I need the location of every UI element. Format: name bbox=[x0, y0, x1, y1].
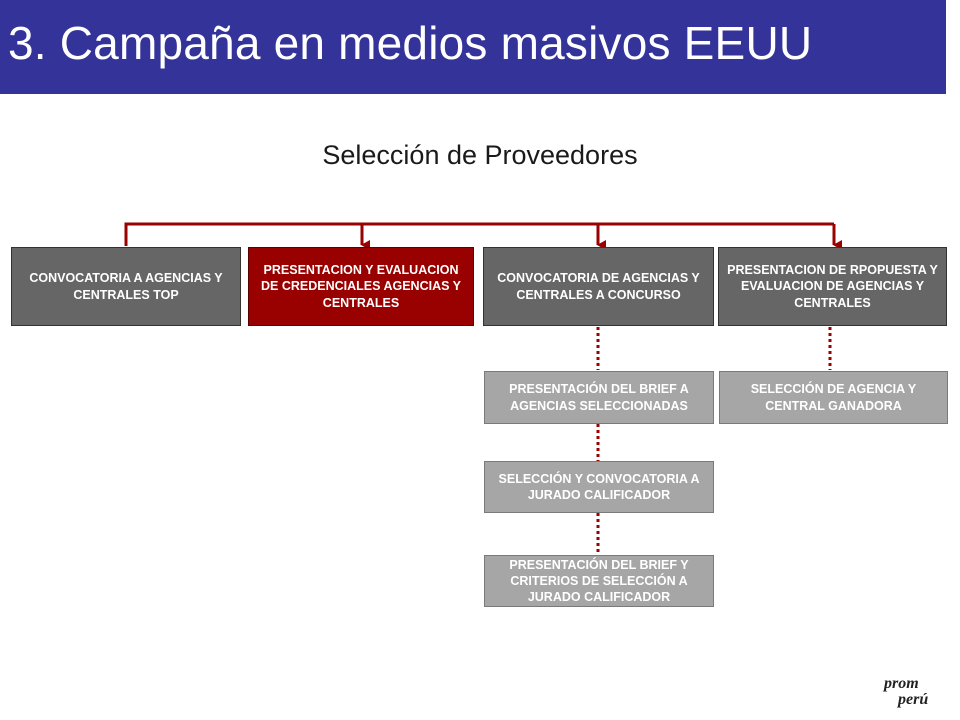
header-bar: 3. Campaña en medios masivos EEUU bbox=[0, 0, 946, 94]
step-box-brief-agencias: PRESENTACIÓN DEL BRIEF A AGENCIAS SELECC… bbox=[484, 371, 714, 424]
logo-line-2: perú bbox=[898, 691, 929, 708]
step-box-agencia-ganadora: SELECCIÓN DE AGENCIA Y CENTRAL GANADORA bbox=[719, 371, 948, 424]
bracket-top-line bbox=[124, 222, 834, 246]
step-box-brief-criterios: PRESENTACIÓN DEL BRIEF Y CRITERIOS DE SE… bbox=[484, 555, 714, 607]
step-box-jurado-calificador: SELECCIÓN Y CONVOCATORIA A JURADO CALIFI… bbox=[484, 461, 714, 513]
promperu-logo: prom perú bbox=[884, 676, 944, 712]
step-box-propuesta-evaluacion: PRESENTACION DE RPOPUESTA Y EVALUACION D… bbox=[718, 247, 947, 326]
step-box-credenciales: PRESENTACION Y EVALUACION DE CREDENCIALE… bbox=[248, 247, 474, 326]
step-box-convocatoria-top: CONVOCATORIA A AGENCIAS Y CENTRALES TOP bbox=[11, 247, 241, 326]
diagram-subtitle: Selección de Proveedores bbox=[322, 140, 638, 170]
logo-line-1: prom bbox=[884, 675, 919, 692]
step-box-convocatoria-concurso: CONVOCATORIA DE AGENCIAS Y CENTRALES A C… bbox=[483, 247, 714, 326]
page-title: 3. Campaña en medios masivos EEUU bbox=[8, 17, 813, 69]
